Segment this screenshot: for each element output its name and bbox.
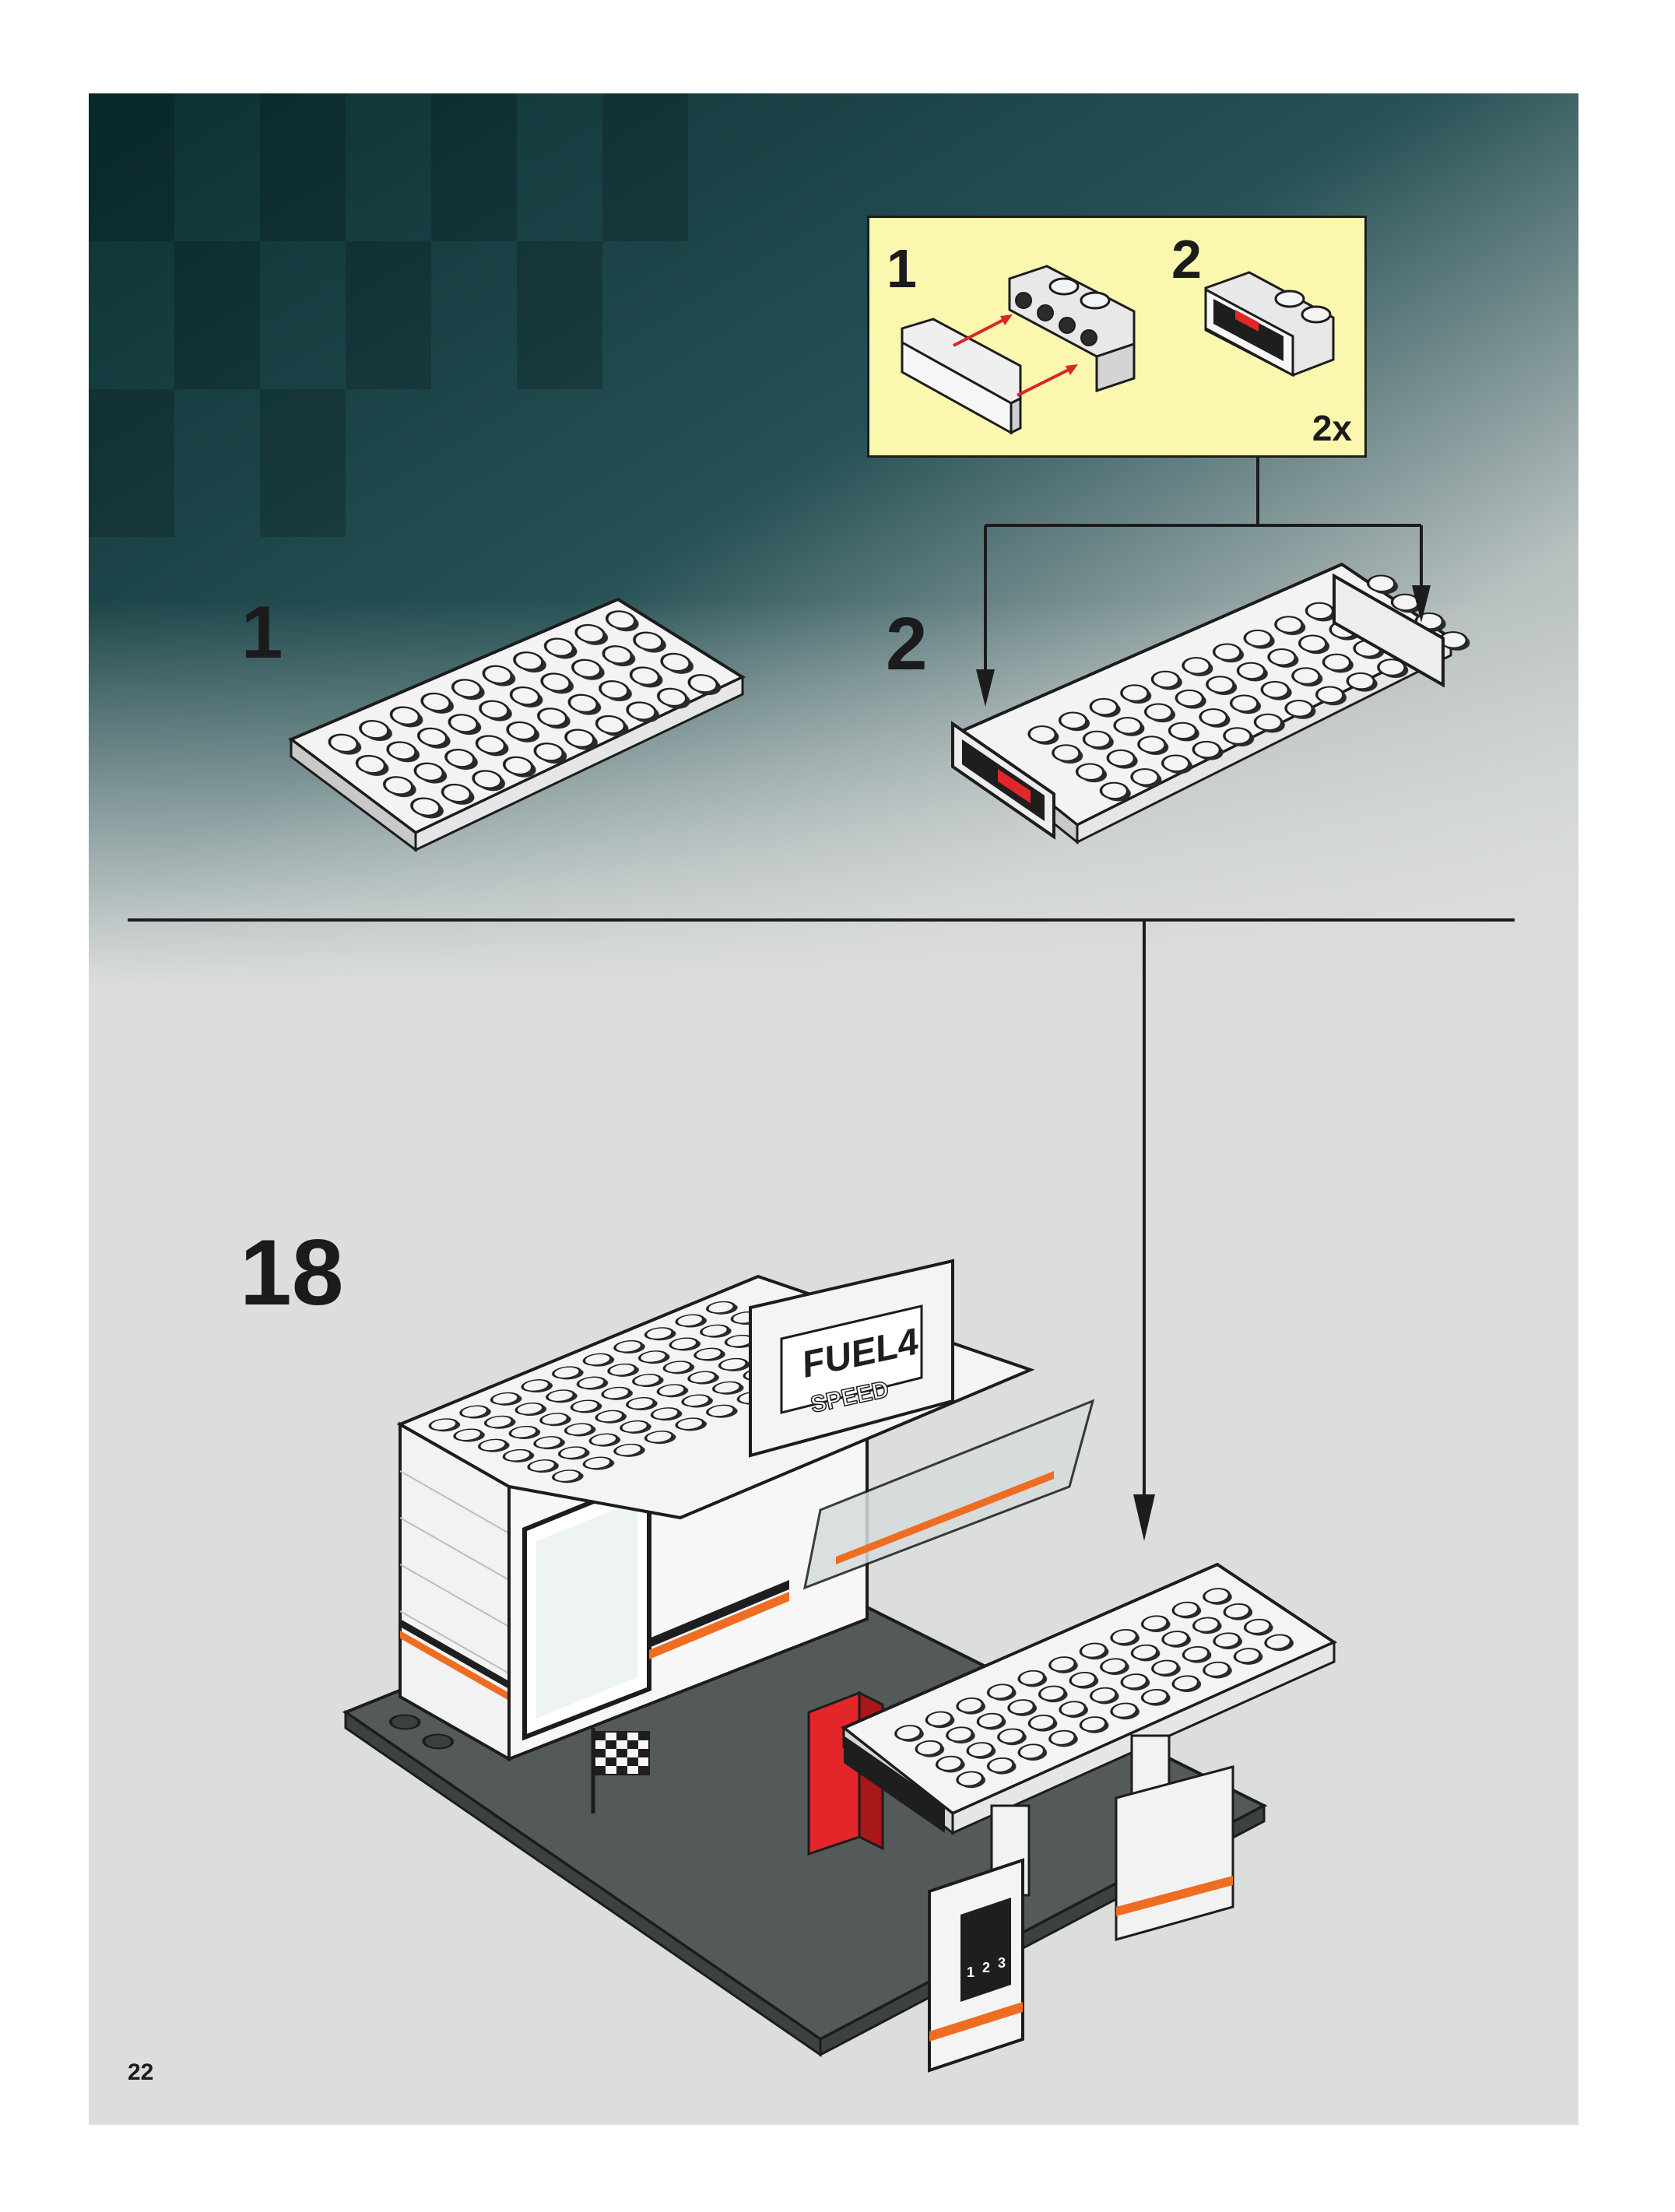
callout-illustration: [869, 218, 1364, 455]
substep-number-2: 2: [886, 607, 927, 682]
gas-station-model: FUEL4 SPEED 1 2: [346, 1261, 1334, 2070]
subassembly-callout: 1 2: [867, 216, 1367, 458]
insert-arrow-head: [1133, 1494, 1155, 1541]
page-number: 22: [128, 2059, 153, 2086]
callout-multiplier: 2x: [1312, 410, 1352, 446]
pump-digit-1: 1: [967, 1964, 974, 1980]
main-step-number: 18: [240, 1226, 343, 1319]
instruction-page: FUEL4 SPEED 1 2: [89, 93, 1578, 2125]
pump-digit-2: 2: [982, 1960, 990, 1975]
pump-digit-3: 3: [998, 1955, 1006, 1971]
substep-number-1: 1: [241, 595, 283, 670]
